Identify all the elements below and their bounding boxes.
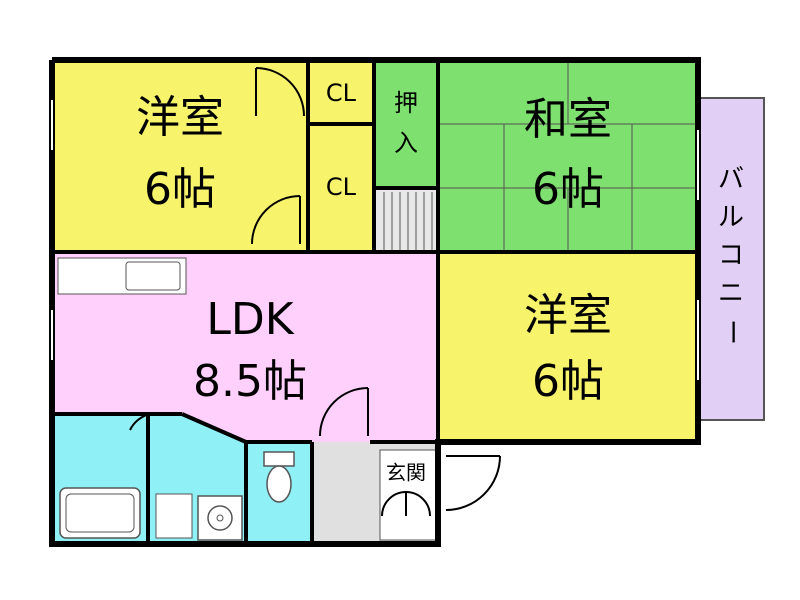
closet-bottom-label: CL bbox=[326, 173, 357, 201]
closet-top bbox=[308, 60, 374, 124]
oshiire-label-line2: 入 bbox=[394, 129, 418, 157]
western-room-top-left-size: 6帖 bbox=[144, 164, 216, 215]
label-oshiire: 押 入 bbox=[394, 89, 418, 157]
balcony-char: コ bbox=[718, 241, 744, 271]
stair-lines bbox=[383, 192, 433, 250]
western-room-top-left-name: 洋室 bbox=[136, 92, 224, 143]
label-ldk: LDK 8.5帖 bbox=[193, 294, 307, 407]
balcony-char: バ bbox=[718, 165, 744, 195]
closet-top-label: CL bbox=[326, 79, 357, 107]
bathtub bbox=[59, 487, 141, 539]
stair-area bbox=[376, 190, 438, 252]
western-room-top-left bbox=[52, 60, 308, 252]
window-marks bbox=[51, 100, 699, 380]
ldk-name: LDK bbox=[206, 294, 294, 345]
balcony-char: ル bbox=[718, 203, 744, 233]
door-swings bbox=[129, 67, 501, 517]
oshiire-label-line1: 押 bbox=[394, 89, 418, 117]
label-western-right: 洋室 6帖 bbox=[524, 290, 612, 407]
washbasin-bowl bbox=[207, 505, 233, 531]
washing-machine-space bbox=[155, 493, 193, 539]
kitchen-sink bbox=[125, 261, 181, 291]
ldk-size: 8.5帖 bbox=[193, 356, 307, 407]
japanese-room-name: 和室 bbox=[524, 94, 612, 145]
genkan-label: 玄関 bbox=[386, 461, 426, 485]
balcony-char: ー bbox=[717, 319, 747, 345]
shoe-box bbox=[379, 449, 437, 541]
balcony-area bbox=[697, 97, 765, 421]
japanese-room-size: 6帖 bbox=[532, 164, 604, 215]
outer-walls bbox=[49, 57, 701, 547]
tatami-lines bbox=[438, 60, 698, 252]
washbasin bbox=[197, 495, 243, 541]
closet-bottom bbox=[308, 124, 374, 252]
western-room-right-size: 6帖 bbox=[532, 356, 604, 407]
toilet-bowl bbox=[266, 465, 292, 503]
label-japanese: 和室 6帖 bbox=[524, 94, 612, 215]
label-western-top-left: 洋室 6帖 bbox=[136, 92, 224, 215]
balcony-char: ニ bbox=[718, 279, 744, 309]
bathtub-inner bbox=[65, 493, 135, 533]
label-balcony: バ ル コ ニ ー bbox=[717, 165, 747, 346]
western-room-right-name: 洋室 bbox=[524, 290, 612, 341]
toilet-tank bbox=[263, 451, 295, 467]
washbasin-drain bbox=[216, 514, 224, 522]
western-room-right bbox=[438, 252, 698, 442]
oshiire-area bbox=[374, 60, 438, 186]
